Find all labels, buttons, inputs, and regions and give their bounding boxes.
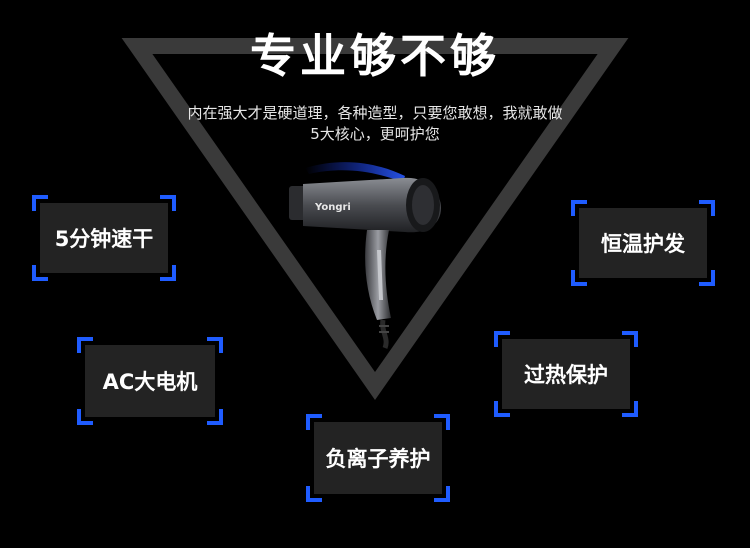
corner-bracket — [434, 414, 450, 430]
corner-bracket — [571, 270, 587, 286]
corner-bracket — [434, 486, 450, 502]
headline: 专业够不够 — [250, 29, 500, 83]
corner-bracket — [32, 195, 48, 211]
svg-text:Yongri: Yongri — [314, 202, 351, 213]
feature-ac-motor: AC大电机 — [77, 337, 223, 425]
hair-dryer-image: Yongri — [289, 162, 441, 349]
feature-label: 恒温护发 — [579, 208, 707, 278]
corner-bracket — [306, 414, 322, 430]
corner-bracket — [699, 270, 715, 286]
subtitle-line-2: 5大核心，更呵护您 — [310, 125, 440, 143]
corner-bracket — [306, 486, 322, 502]
feature-overheat-protection: 过热保护 — [494, 331, 638, 417]
feature-label: 负离子养护 — [314, 422, 442, 494]
feature-label: 过热保护 — [502, 339, 630, 409]
corner-bracket — [494, 401, 510, 417]
corner-bracket — [32, 265, 48, 281]
feature-constant-temp: 恒温护发 — [571, 200, 715, 286]
subtitle-line-1: 内在强大才是硬道理，各种造型，只要您敢想，我就敢做 — [187, 104, 563, 122]
corner-bracket — [160, 195, 176, 211]
corner-bracket — [494, 331, 510, 347]
corner-bracket — [622, 331, 638, 347]
feature-negative-ion-care: 负离子养护 — [306, 414, 450, 502]
corner-bracket — [699, 200, 715, 216]
corner-bracket — [622, 401, 638, 417]
corner-bracket — [207, 409, 223, 425]
corner-bracket — [77, 409, 93, 425]
corner-bracket — [207, 337, 223, 353]
feature-label: 5分钟速干 — [40, 203, 168, 273]
corner-bracket — [77, 337, 93, 353]
corner-bracket — [571, 200, 587, 216]
feature-quick-dry: 5分钟速干 — [32, 195, 176, 281]
corner-bracket — [160, 265, 176, 281]
feature-label: AC大电机 — [85, 345, 215, 417]
